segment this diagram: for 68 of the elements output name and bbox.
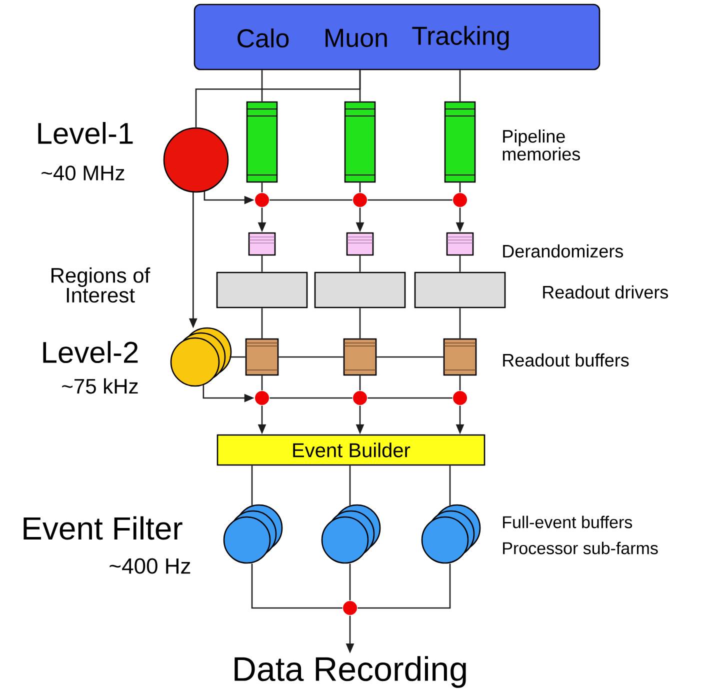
connector-line	[261, 308, 263, 338]
junction-dot	[453, 193, 467, 207]
processor-stack	[321, 504, 381, 564]
readout-driver-box	[216, 272, 308, 308]
pipeline-memory	[246, 101, 278, 183]
side-label: ~400 Hz	[110, 558, 190, 574]
connector-line	[261, 376, 263, 390]
connector-line	[349, 564, 351, 600]
connector-line	[195, 70, 361, 128]
side-label: Derandomizers	[503, 244, 624, 258]
buffer-stack	[170, 327, 232, 387]
junction-dot	[353, 193, 367, 207]
connector-line	[261, 182, 263, 192]
connector-line	[459, 376, 461, 390]
connector-line	[376, 356, 444, 358]
derandomizer-box	[346, 232, 374, 256]
junction-dot	[255, 391, 269, 405]
side-label: Readout buffers	[503, 353, 629, 367]
output-label: Data Recording	[234, 656, 466, 688]
junction-dot	[255, 193, 269, 207]
connector-line	[459, 256, 461, 272]
readout-driver-box	[314, 272, 406, 308]
derandomizer-box	[446, 232, 474, 256]
readout-driver-box	[414, 272, 506, 308]
readout-buffer-box	[443, 338, 477, 376]
level-label: Level-1	[38, 122, 133, 144]
connector-line	[459, 308, 461, 338]
connector-line	[359, 376, 361, 390]
side-label: Readout drivers	[543, 285, 668, 299]
connector-line	[368, 199, 452, 201]
event-builder-bar: Event Builder	[216, 434, 486, 466]
edge-label: Regions of Interest	[39, 266, 161, 304]
connector-line	[261, 256, 263, 272]
processor-stack	[223, 504, 283, 564]
derandomizer-box	[248, 232, 276, 256]
connector-line	[449, 466, 451, 506]
connector-line	[349, 466, 351, 506]
pipeline-memory	[344, 101, 376, 183]
connector-line	[270, 397, 352, 399]
readout-buffer-box	[343, 338, 377, 376]
side-label: Processor sub-farms	[503, 542, 658, 554]
trigger-circle	[163, 127, 229, 193]
connector-line	[230, 356, 246, 358]
side-label: Event Filter	[24, 516, 182, 540]
junction-dot	[453, 391, 467, 405]
connector-line	[359, 256, 361, 272]
connector-line	[359, 308, 361, 338]
connector-line	[368, 397, 452, 399]
connector-line	[278, 356, 344, 358]
readout-buffer-box	[245, 338, 279, 376]
connector-line	[251, 564, 342, 609]
level-label: Level-2	[43, 341, 138, 364]
side-label: Full-event buffers	[503, 516, 632, 528]
detector-panel: Calo Muon Tracking	[194, 4, 600, 70]
junction-dot	[353, 391, 367, 405]
pipeline-memory	[444, 101, 476, 183]
connector-line	[358, 564, 451, 609]
connector-line	[459, 70, 461, 102]
junction-dot	[343, 601, 357, 615]
level-label: ~40 MHz	[42, 166, 124, 180]
connector-line	[459, 182, 461, 192]
level-label: ~75 kHz	[62, 378, 138, 394]
connector-line	[359, 182, 361, 192]
processor-stack	[421, 504, 481, 564]
connector-line	[270, 199, 352, 201]
connector-line	[251, 466, 253, 506]
connector-line	[261, 70, 263, 102]
side-label: Pipeline memories	[502, 130, 580, 160]
